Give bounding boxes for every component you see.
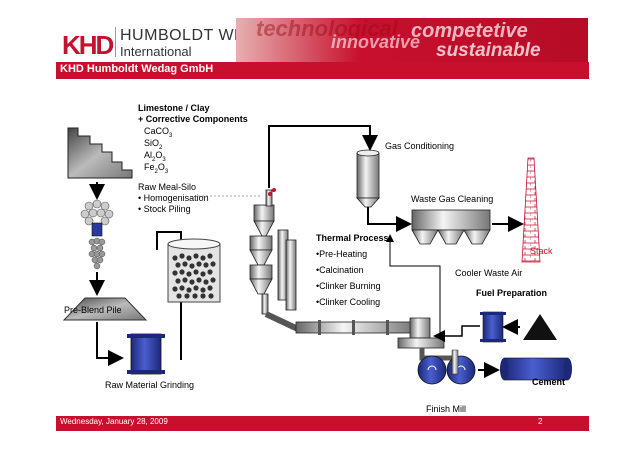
finish-mill-icon [417,349,476,385]
footer-bar [56,416,589,431]
label-gas-conditioning: Gas Conditioning [385,141,455,151]
label-clinker-cooling: •Clinker Cooling [316,297,381,307]
coal-pile-icon [523,314,557,340]
raw-meal-silo-icon [167,238,221,303]
khd-logo-mark: KHD [62,30,114,60]
header: KHD HUMBOLDT WEDAG International technol… [0,0,638,78]
crusher-icon [80,199,114,270]
preheater-flame-icon [268,188,276,196]
logo-company-subname: International [120,44,192,59]
banner-word-competetive: competetive [411,20,528,42]
arrow-gas-conditioning-to-filter [367,207,412,232]
label-fe2o3: Fe2O3 [144,162,169,175]
fuel-mill-icon [480,311,506,343]
clinker-conveyor [419,348,456,361]
label-calcination: •Calcination [316,265,364,275]
label-fuel-preparation: Fuel Preparation [476,288,548,298]
label-stack: Stack [530,246,553,256]
label-sio2: SiO2 [144,138,163,151]
title-bar [56,62,589,79]
label-pre-blend-pile: Pre-Blend Pile [64,305,122,315]
arrow-pile-to-raw-mill [96,322,124,366]
logo-divider [115,27,116,57]
banner-word-technological: technological [256,18,398,41]
label-raw-meal-silo: Raw Meal-Silo [138,182,197,192]
label-pre-heating: •Pre-Heating [316,249,368,259]
quarry-icon [67,127,133,179]
label-corrective-components: + Corrective Components [138,114,248,124]
preheater-tower-icon [249,189,302,333]
label-limestone-clay: Limestone / Clay [138,103,210,113]
pre-blend-pile-shape [62,297,148,321]
raw-mill-icon [127,333,165,375]
stack-chimney-icon [521,157,541,263]
banner-word-innovative: innovative [331,32,421,52]
slogan-banner: technological competetive innovative sus… [236,18,588,66]
label-stock-piling: • Stock Piling [138,204,191,214]
label-cooler-waste-air: Cooler Waste Air [455,268,523,278]
arrow-cooler-waste-air [386,234,441,338]
gas-conditioning-tower-icon [356,149,380,208]
label-thermal-process: Thermal Process [316,233,389,243]
label-clinker-burning: •Clinker Burning [316,281,381,291]
slide-title: KHD Humboldt Wedag GmbH [60,63,214,75]
label-caco3: CaCO3 [144,126,173,139]
footer-page-number: 2 [538,417,543,426]
clinker-cooler-icon [397,337,445,349]
waste-gas-filter-icon [411,209,491,245]
label-finish-mill: Finish Mill [426,404,467,414]
cement-silo-icon [500,357,572,381]
arrow-fuel-mill-to-kiln [433,325,480,342]
arrow-preheater-to-gas-conditioning [268,125,378,188]
label-raw-material-grinding: Raw Material Grinding [105,380,195,390]
label-cement: Cement [532,377,566,387]
label-homogenisation: • Homogenisation [138,193,209,203]
label-waste-gas-cleaning: Waste Gas Cleaning [411,194,494,204]
label-al2o3: Al2O3 [144,150,166,163]
banner-word-sustainable: sustainable [436,40,541,61]
rotary-kiln-icon [295,317,431,339]
footer-date: Wednesday, January 28, 2009 [60,417,168,426]
